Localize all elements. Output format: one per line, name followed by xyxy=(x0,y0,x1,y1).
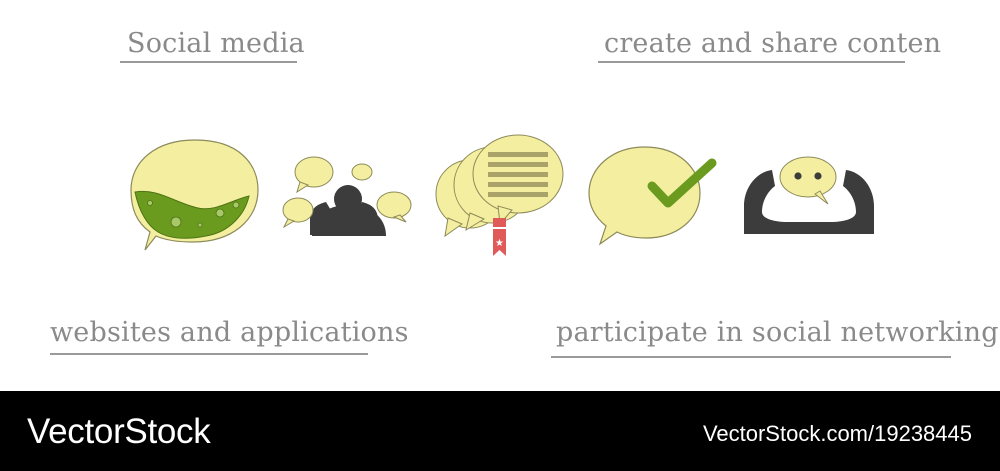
green-wave-speech-bubble-icon xyxy=(130,139,259,251)
label-social-media: Social media xyxy=(127,28,305,59)
underline-participate xyxy=(551,356,951,358)
footer-url: VectorStock.com/19238445 xyxy=(702,421,972,446)
svg-text:★: ★ xyxy=(495,238,504,249)
underline-social-media xyxy=(120,61,297,63)
icons-illustration: ★ xyxy=(130,134,874,256)
label-create-and-share: create and share conten xyxy=(604,28,942,59)
underline-websites-and-applications xyxy=(50,353,368,355)
person-with-speech-bubbles-icon xyxy=(282,156,412,236)
person-with-face-bubble-icon xyxy=(744,156,874,234)
label-websites-and-applications: websites and applications xyxy=(50,317,409,348)
footer-brand-logo: VectorStock xyxy=(27,412,211,451)
underline-create-and-share xyxy=(598,61,905,63)
label-participate: participate in social networking xyxy=(556,317,999,348)
stacked-document-bubbles-with-ribbon-icon: ★ xyxy=(435,134,564,256)
footer-bar: VectorStock VectorStock.com/19238445 xyxy=(0,391,1000,471)
checkmark-speech-bubble-icon xyxy=(588,146,717,246)
